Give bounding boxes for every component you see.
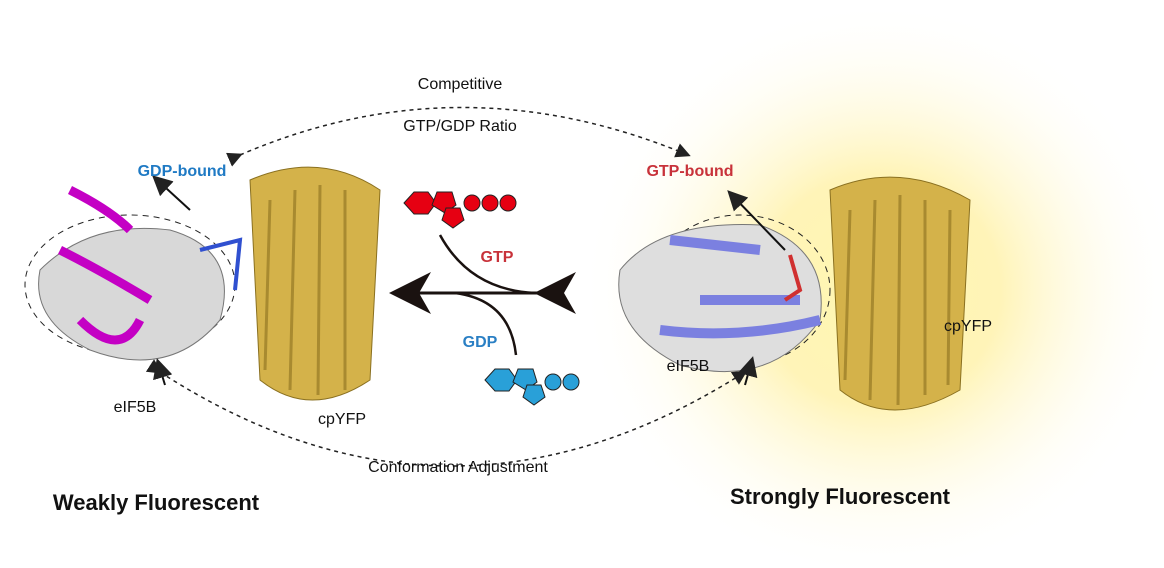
gtp-bound-label: GTP-bound bbox=[646, 163, 734, 180]
gtp-label: GTP bbox=[480, 249, 514, 266]
right-cpyfp-label: cpYFP bbox=[943, 318, 993, 335]
top-dashed-arc bbox=[226, 106, 691, 167]
gdp-molecule-icon bbox=[484, 368, 580, 406]
right-cpyfp-barrel bbox=[829, 176, 971, 411]
competitive-label: Competitive bbox=[417, 76, 503, 93]
left-eif5b-structure bbox=[24, 185, 243, 361]
left-eif5b-label: eIF5B bbox=[113, 399, 157, 416]
strongly-fluorescent-title: Strongly Fluorescent bbox=[729, 484, 951, 509]
gdp-label: GDP bbox=[462, 334, 498, 351]
left-cpyfp-barrel bbox=[249, 166, 381, 401]
gtp-gdp-ratio-label: GTP/GDP Ratio bbox=[403, 118, 517, 135]
left-cpyfp-label: cpYFP bbox=[317, 411, 367, 428]
gtp-molecule-icon bbox=[403, 191, 517, 229]
right-eif5b-structure bbox=[618, 214, 831, 372]
weakly-fluorescent-title: Weakly Fluorescent bbox=[52, 490, 260, 515]
bottom-dashed-arc bbox=[145, 359, 748, 467]
right-eif5b-label: eIF5B bbox=[666, 358, 710, 375]
gdp-bound-label: GDP-bound bbox=[137, 163, 227, 180]
conformation-adjustment-label: Conformation Adjustment bbox=[368, 459, 548, 476]
